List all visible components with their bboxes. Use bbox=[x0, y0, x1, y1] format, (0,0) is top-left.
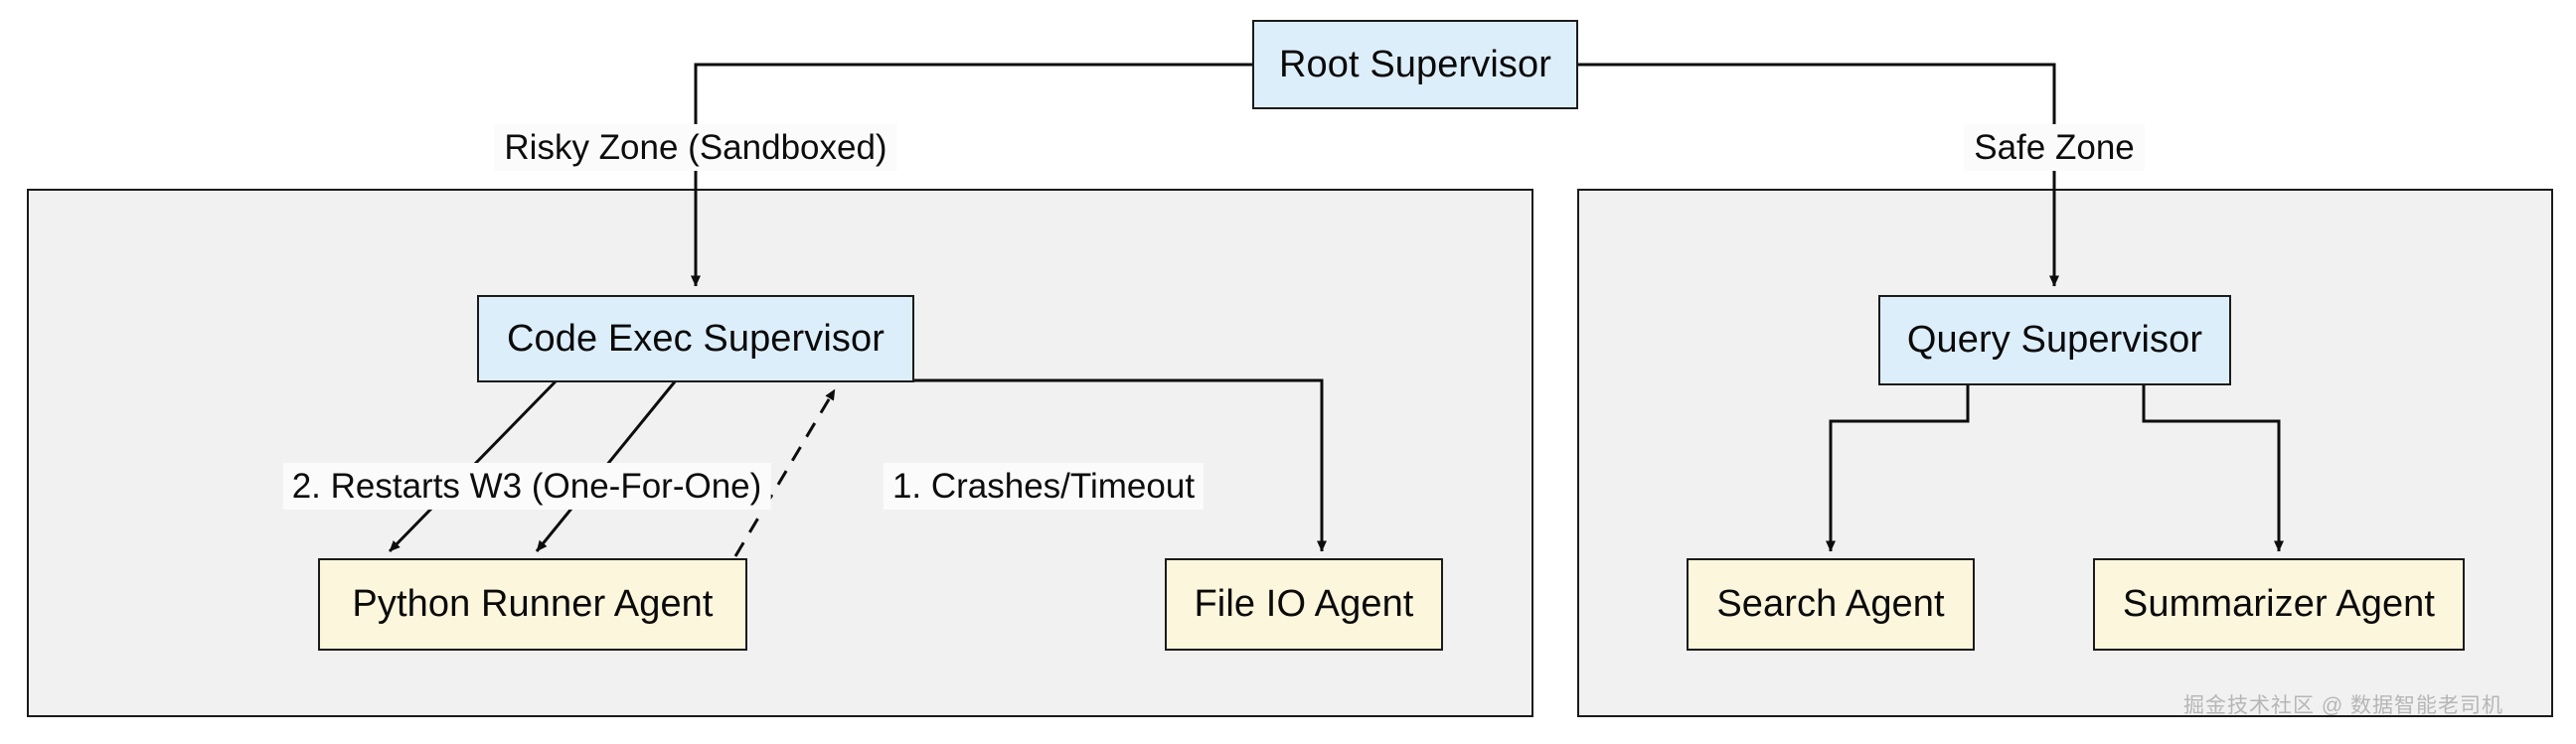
watermark: 掘金技术社区 @ 数据智能老司机 bbox=[2183, 694, 2503, 717]
node-search-agent[interactable]: Search Agent bbox=[1687, 558, 1975, 651]
edge-label-restarts-w3: 2. Restarts W3 (One-For-One) bbox=[282, 463, 771, 510]
node-code-exec-supervisor[interactable]: Code Exec Supervisor bbox=[477, 295, 914, 382]
node-python-runner-agent[interactable]: Python Runner Agent bbox=[318, 558, 747, 651]
edge-label-crashes-timeout: 1. Crashes/Timeout bbox=[883, 463, 1205, 510]
node-summarizer-agent[interactable]: Summarizer Agent bbox=[2093, 558, 2465, 651]
node-root-supervisor[interactable]: Root Supervisor bbox=[1252, 20, 1578, 109]
node-query-supervisor[interactable]: Query Supervisor bbox=[1878, 295, 2231, 385]
zone-label-safe: Safe Zone bbox=[1964, 124, 2145, 171]
node-file-io-agent[interactable]: File IO Agent bbox=[1165, 558, 1443, 651]
zone-label-risky: Risky Zone (Sandboxed) bbox=[494, 124, 897, 171]
